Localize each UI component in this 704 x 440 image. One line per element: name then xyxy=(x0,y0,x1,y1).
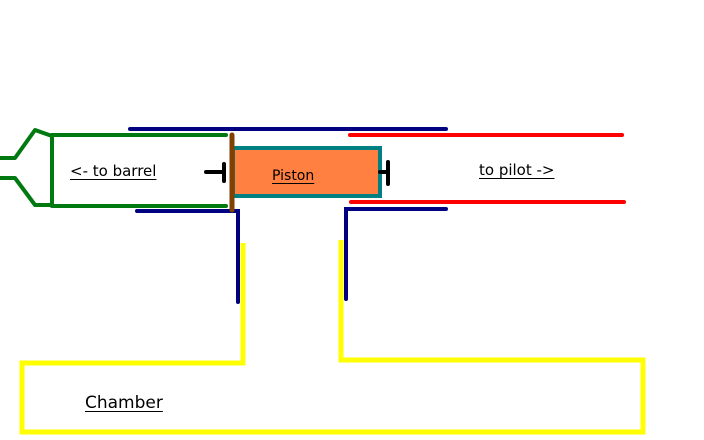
piston-stem-right xyxy=(378,160,390,186)
pilot-label: to pilot -> xyxy=(479,161,555,179)
chamber-outline xyxy=(19,240,646,435)
piston-stem-left xyxy=(204,162,226,183)
housing-left-port xyxy=(135,209,240,304)
chamber-right-section xyxy=(333,240,646,435)
chamber-left-section xyxy=(19,243,333,435)
barrel-label: <- to barrel xyxy=(70,162,157,180)
valve-housing xyxy=(128,127,448,304)
barrel-nozzle-top xyxy=(0,128,54,160)
piston-body xyxy=(231,146,382,198)
pilot-tube xyxy=(348,133,626,204)
chamber-label: Chamber xyxy=(85,393,163,413)
barrel-nozzle-bottom xyxy=(0,176,54,207)
housing-right-port xyxy=(344,207,448,301)
piston-label: Piston xyxy=(272,168,315,184)
barrel-tube xyxy=(0,128,228,208)
